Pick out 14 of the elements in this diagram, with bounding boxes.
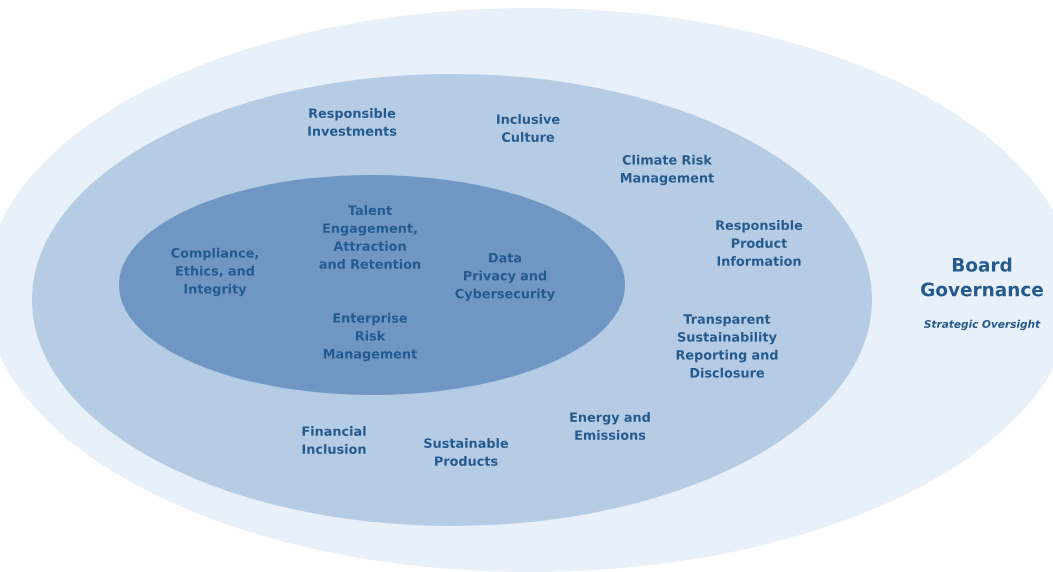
topic-label: Enterprise Risk Management <box>324 312 417 362</box>
topic-label: Responsible Investments <box>308 108 397 136</box>
topic-label: Data Privacy and Cybersecurity <box>455 253 555 301</box>
topic-label: Sustainable Products <box>424 438 508 466</box>
heading-label: Board Governance <box>921 257 1043 297</box>
topic-label: Compliance, Ethics, and Integrity <box>171 247 258 297</box>
topic-label: Transparent Sustainability Reporting and Disclosure <box>676 314 778 378</box>
subheading-label: Strategic Oversight <box>924 319 1041 331</box>
topic-label: Responsible Product Information <box>716 220 803 266</box>
topic-label: Energy and Emissions <box>570 412 650 440</box>
topic-label: Climate Risk Management <box>620 154 714 186</box>
topic-label: Financial Inclusion <box>302 426 366 454</box>
topic-label: Inclusive Culture <box>497 114 560 142</box>
topic-label: Talent Engagement, Attraction and Retention <box>319 205 421 269</box>
